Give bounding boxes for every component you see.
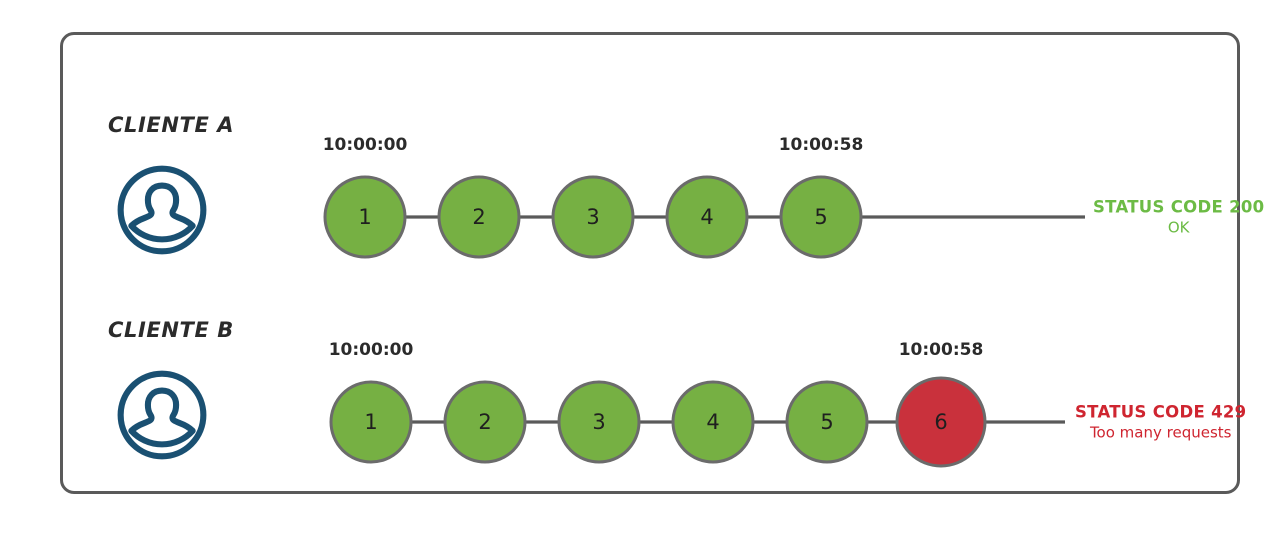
request-node[interactable]: 5: [785, 380, 869, 464]
status-message-a: STATUS CODE 200 OK: [1093, 197, 1264, 236]
request-node[interactable]: 3: [557, 380, 641, 464]
status-text-b: Too many requests: [1089, 422, 1232, 441]
status-code-b: STATUS CODE 429: [1075, 402, 1247, 422]
status-code-a: STATUS CODE 200: [1093, 197, 1265, 217]
status-message-b: STATUS CODE 429 Too many requests: [1075, 402, 1246, 441]
client-label-b: CLIENTE B: [108, 318, 234, 342]
client-label-a: CLIENTE A: [108, 113, 235, 137]
request-node-label: 1: [358, 205, 371, 229]
request-node-label: 2: [478, 410, 491, 434]
timestamp-start-b: 10:00:00: [328, 340, 414, 360]
request-node[interactable]: 2: [443, 380, 527, 464]
request-node-blocked[interactable]: 6: [895, 376, 987, 468]
request-node-label: 3: [592, 410, 605, 434]
request-node-label: 3: [586, 205, 599, 229]
status-text-a: OK: [1167, 217, 1190, 236]
diagram-panel: CLIENTE A 10:00:00 10:00:58: [60, 32, 1264, 494]
request-chain-b: 10:00:00 10:00:58 1 2: [303, 340, 1280, 470]
timestamp-end-b: 10:00:58: [898, 340, 984, 360]
request-chain-a: 10:00:00 10:00:58 1: [303, 135, 1280, 265]
timestamp-end-a: 10:00:58: [778, 135, 864, 155]
request-node-label: 2: [472, 205, 485, 229]
request-node-label: 6: [934, 410, 947, 434]
request-node-label: 5: [820, 410, 833, 434]
timestamp-start-a: 10:00:00: [322, 135, 408, 155]
request-node[interactable]: 1: [329, 380, 413, 464]
request-node-label: 4: [700, 205, 713, 229]
request-node[interactable]: 1: [323, 175, 407, 259]
request-node[interactable]: 4: [671, 380, 755, 464]
request-node-label: 5: [814, 205, 827, 229]
client-row-cliente-a: CLIENTE A 10:00:00 10:00:58: [63, 75, 1264, 275]
client-row-cliente-b: CLIENTE B 10:00:00 10:00:58: [63, 280, 1246, 480]
request-node[interactable]: 2: [437, 175, 521, 259]
request-timeline-b: 1 2 3 4 5: [329, 376, 1065, 468]
user-avatar-icon: [115, 163, 209, 257]
request-node-label: 4: [706, 410, 719, 434]
request-node[interactable]: 4: [665, 175, 749, 259]
request-timeline-a: 1 2 3 4 5: [323, 175, 1085, 259]
request-node[interactable]: 3: [551, 175, 635, 259]
user-avatar-icon: [115, 368, 209, 462]
request-node[interactable]: 5: [779, 175, 863, 259]
request-node-label: 1: [364, 410, 377, 434]
